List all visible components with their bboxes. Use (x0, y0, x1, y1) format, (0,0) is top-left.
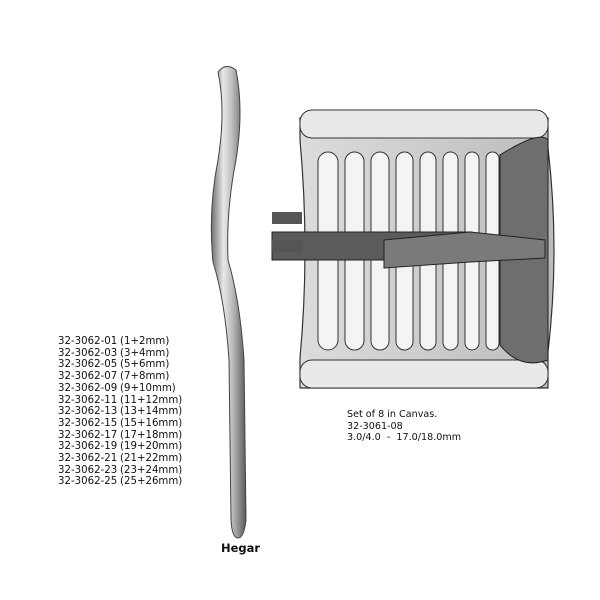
dilator-size-list: 32-3062-01(1+2mm) 32-3062-03(3+4mm) 32-3… (58, 336, 182, 488)
size-row: 32-3062-01(1+2mm) (58, 336, 182, 348)
size-row: 32-3062-09(9+10mm) (58, 383, 182, 395)
product-code: 32-3062-15 (58, 417, 118, 429)
size-row: 32-3062-19(19+20mm) (58, 441, 182, 453)
product-size: (7+8mm) (120, 371, 170, 383)
product-size: (19+20mm) (120, 441, 183, 453)
product-code: 32-3062-03 (58, 347, 118, 359)
size-row: 32-3062-05(5+6mm) (58, 359, 182, 371)
product-size: (11+12mm) (120, 394, 183, 406)
canvas-set-image (271, 109, 555, 389)
product-code: 32-3062-11 (58, 394, 118, 406)
size-row: 32-3062-21(21+22mm) (58, 453, 182, 465)
set-title: Set of 8 in Canvas. (347, 409, 438, 420)
product-size: (21+22mm) (120, 453, 183, 465)
size-row: 32-3062-03(3+4mm) (58, 348, 182, 360)
product-code: 32-3062-13 (58, 406, 118, 418)
product-code: 32-3062-21 (58, 453, 118, 465)
product-size: (13+14mm) (120, 406, 183, 418)
product-code: 32-3062-23 (58, 464, 118, 476)
product-size: (9+10mm) (120, 382, 176, 394)
product-size: (23+24mm) (120, 464, 183, 476)
product-code: 32-3062-19 (58, 441, 118, 453)
set-code: 32-3061-08 (347, 420, 403, 432)
product-caption: Hegar (221, 541, 261, 555)
set-info: Set of 8 in Canvas. 32-3061-08 3.0/4.0 -… (347, 409, 461, 444)
product-size: (15+16mm) (120, 417, 183, 429)
product-code: 32-3062-09 (58, 382, 118, 394)
hegar-dilator-image (210, 66, 247, 539)
set-range: 3.0/4.0 - 17.0/18.0mm (347, 432, 462, 443)
product-size: (3+4mm) (120, 347, 170, 359)
product-size: (1+2mm) (120, 336, 170, 347)
size-row: 32-3062-25(25+26mm) (58, 476, 182, 488)
product-size: (25+26mm) (120, 476, 183, 488)
product-code: 32-3062-17 (58, 429, 118, 441)
size-row: 32-3062-11(11+12mm) (58, 395, 182, 407)
product-size: (17+18mm) (120, 429, 183, 441)
size-row: 32-3062-23(23+24mm) (58, 465, 182, 477)
product-code: 32-3062-01 (58, 336, 118, 347)
size-row: 32-3062-07(7+8mm) (58, 371, 182, 383)
size-row: 32-3062-15(15+16mm) (58, 418, 182, 430)
product-size: (5+6mm) (120, 359, 170, 371)
size-row: 32-3062-17(17+18mm) (58, 430, 182, 442)
size-row: 32-3062-13(13+14mm) (58, 406, 182, 418)
product-code: 32-3062-05 (58, 359, 118, 371)
product-code: 32-3062-25 (58, 476, 118, 488)
product-code: 32-3062-07 (58, 371, 118, 383)
